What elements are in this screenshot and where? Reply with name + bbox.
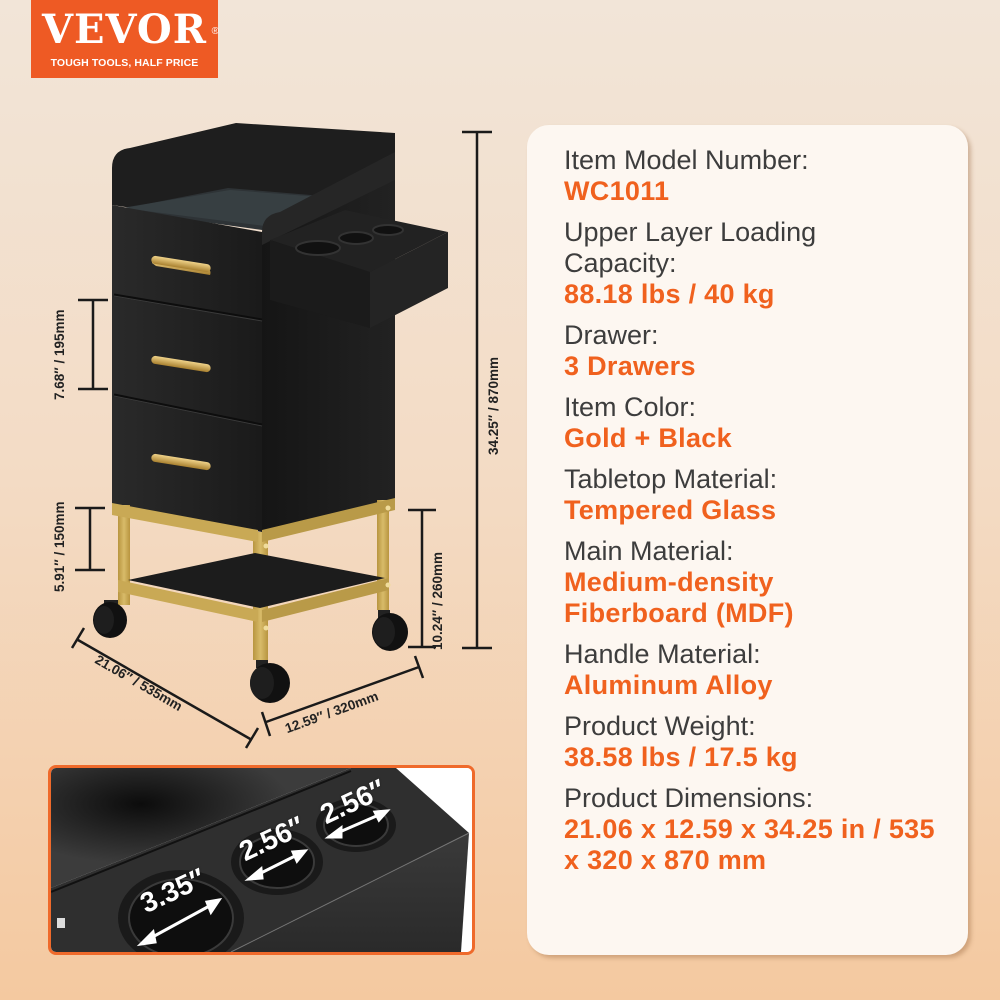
- brand-tagline: TOUGH TOOLS, HALF PRICE: [50, 57, 199, 69]
- salon-cart-image: [70, 123, 492, 749]
- tool-holder-detail-image: 3.35″ 2.56″ 2.56″: [48, 765, 475, 955]
- dim-shelf-height: 10.24″ / 260mm: [430, 551, 445, 650]
- brand-wordmark: VEVOR: [42, 6, 207, 53]
- spec-main-material: Main Material: Medium-density Fiberboard…: [564, 536, 968, 629]
- spec-label: Product Dimensions:: [564, 783, 814, 813]
- brand-name: VEVOR®: [42, 10, 219, 50]
- spec-label: Item Color:: [564, 392, 697, 422]
- vevor-logo: VEVOR® TOUGH TOOLS, HALF PRICE: [31, 0, 219, 78]
- spec-value: 3 Drawers: [564, 351, 696, 381]
- spec-value: Aluminum Alloy: [564, 670, 773, 700]
- spec-label: Drawer:: [564, 320, 659, 350]
- dim-bottom-clearance: 5.91″ / 150mm: [52, 501, 67, 592]
- dim-total-height: 34.25″ / 870mm: [486, 356, 501, 455]
- spec-handle-material: Handle Material: Aluminum Alloy: [564, 639, 968, 701]
- spec-value: Gold + Black: [564, 423, 732, 453]
- caster-wheel-icon: [93, 600, 408, 703]
- spec-label: Item Model Number:: [564, 145, 809, 175]
- product-illustration: 7.68″ / 195mm 5.91″ / 150mm 34.25″ / 870…: [0, 0, 520, 760]
- spec-card: Item Model Number: WC1011 Upper Layer Lo…: [527, 125, 968, 955]
- spec-label: Tabletop Material:: [564, 464, 778, 494]
- spec-loading-capacity: Upper Layer Loading Capacity: 88.18 lbs …: [564, 217, 968, 310]
- spec-drawer: Drawer: 3 Drawers: [564, 320, 968, 382]
- spec-tabletop-material: Tabletop Material: Tempered Glass: [564, 464, 968, 526]
- spec-product-dimensions: Product Dimensions: 21.06 x 12.59 x 34.2…: [564, 783, 968, 876]
- spec-item-color: Item Color: Gold + Black: [564, 392, 968, 454]
- spec-value: Medium-density Fiberboard (MDF): [564, 567, 794, 628]
- spec-model-number: Item Model Number: WC1011: [564, 145, 968, 207]
- spec-label: Product Weight:: [564, 711, 756, 741]
- spec-product-weight: Product Weight: 38.58 lbs / 17.5 kg: [564, 711, 968, 773]
- dim-drawer-height: 7.68″ / 195mm: [52, 309, 67, 400]
- dimension-lines: [70, 130, 492, 749]
- spec-value: Tempered Glass: [564, 495, 777, 525]
- registered-mark: ®: [211, 26, 220, 37]
- spec-value: WC1011: [564, 176, 670, 206]
- spec-value: 88.18 lbs / 40 kg: [564, 279, 775, 309]
- spec-label: Upper Layer Loading Capacity:: [564, 217, 817, 278]
- spec-label: Handle Material:: [564, 639, 761, 669]
- spec-value: 21.06 x 12.59 x 34.25 in / 535 x 320 x 8…: [564, 814, 935, 875]
- drawer-handle-icon: [151, 255, 211, 471]
- spec-label: Main Material:: [564, 536, 734, 566]
- spec-value: 38.58 lbs / 17.5 kg: [564, 742, 798, 772]
